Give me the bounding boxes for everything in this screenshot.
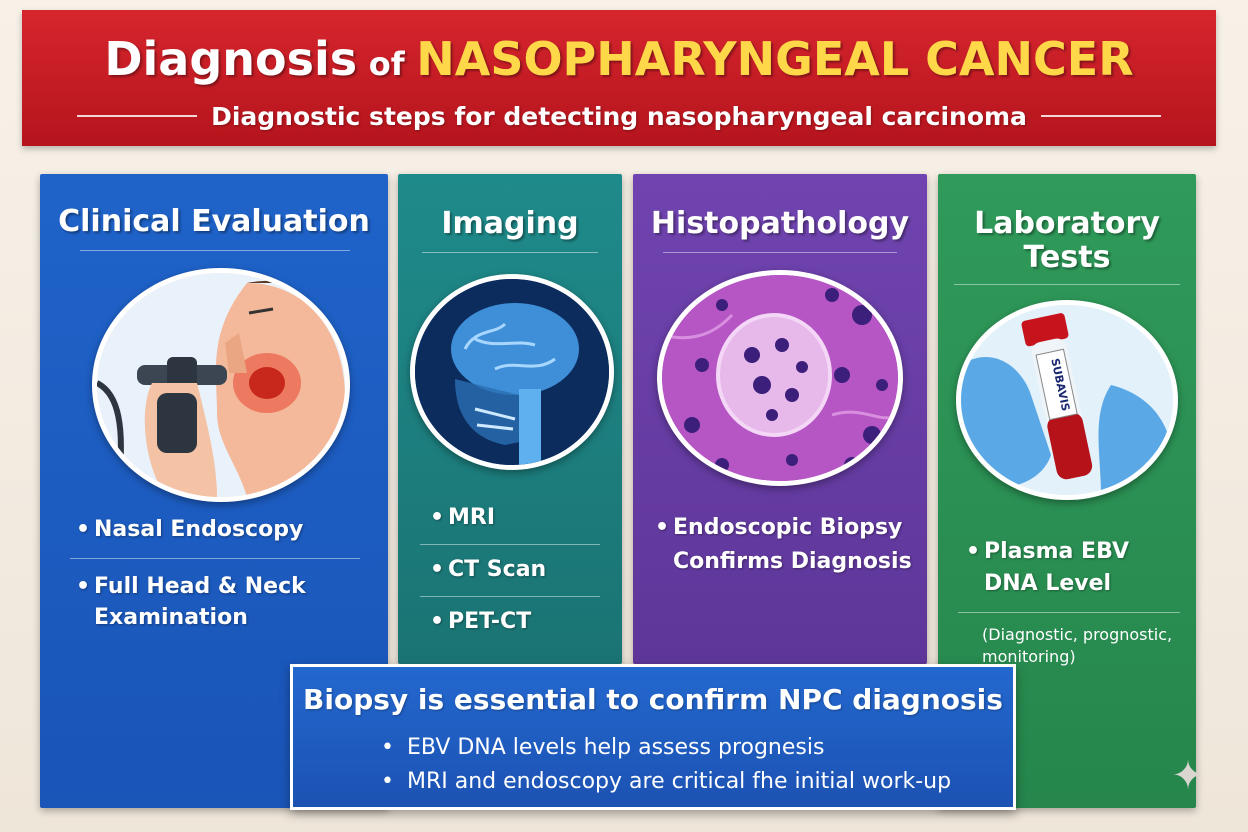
bullet-endoscopic-biopsy: •Endoscopic Biopsy: [655, 515, 903, 540]
panel-rule: [70, 558, 360, 559]
page-title: Diagnosis of NASOPHARYNGEAL CANCER: [22, 32, 1216, 86]
bullet-plasma-ebv: •Plasma EBV: [966, 539, 1129, 564]
panel-rule: [420, 544, 600, 545]
bullet-head-neck: •Full Head & Neck: [76, 574, 306, 599]
panel-title-laboratory: Laboratory: [974, 206, 1160, 241]
panel-laboratory-tests: Laboratory Tests SUBAVIS •Plasma EBV DNA…: [938, 174, 1196, 808]
bullet-ct-scan: •CT Scan: [430, 557, 547, 582]
panel-title-histopathology: Histopathology: [650, 206, 910, 241]
panel-title-tests: Tests: [1023, 240, 1111, 275]
nasal-endoscopy-illustration: [92, 268, 350, 502]
panel-rule: [663, 252, 897, 253]
panel-title-clinical: Clinical Evaluation: [58, 204, 370, 239]
panel-rule: [420, 596, 600, 597]
bullet-dna-level: DNA Level: [984, 571, 1112, 596]
lab-note-line1: (Diagnostic, prognostic,: [982, 625, 1173, 644]
title-diagnosis: Diagnosis: [104, 32, 358, 86]
banner-item-ebv: •EBV DNA levels help assess prognesis: [381, 735, 825, 760]
panel-clinical-evaluation: Clinical Evaluation •Nasal Endoscopy •Fu…: [40, 174, 388, 808]
header-banner: Diagnosis of NASOPHARYNGEAL CANCER Diagn…: [22, 10, 1216, 146]
lab-note-line2: monitoring): [982, 647, 1076, 666]
banner-item-mri: •MRI and endoscopy are critical fhe init…: [381, 769, 952, 794]
title-of: of: [368, 45, 405, 83]
panel-rule: [954, 284, 1180, 285]
tissue-cells-illustration: [657, 270, 903, 486]
bullet-mri: •MRI: [430, 505, 496, 530]
subtitle-divider-left: [77, 115, 198, 117]
bullet-nasal-endoscopy: •Nasal Endoscopy: [76, 517, 304, 542]
panel-rule: [422, 252, 598, 253]
bullet-confirms-diagnosis: Confirms Diagnosis: [673, 549, 912, 574]
blood-tube-illustration: SUBAVIS: [956, 300, 1178, 500]
panel-imaging: Imaging •MRI •CT Scan •PET-CT: [398, 174, 622, 664]
subtitle-row: Diagnostic steps for detecting nasophary…: [22, 100, 1216, 132]
panel-rule: [958, 612, 1180, 613]
sparkle-icon: ✦: [1171, 753, 1205, 799]
subtitle-divider-right: [1040, 115, 1161, 117]
key-points-banner: Biopsy is essential to confirm NPC diagn…: [290, 664, 1016, 810]
panel-rule: [80, 250, 350, 251]
bullet-examination: Examination: [94, 605, 248, 630]
subtitle: Diagnostic steps for detecting nasophary…: [211, 101, 1027, 131]
bullet-pet-ct: •PET-CT: [430, 609, 532, 634]
brain-scan-illustration: [410, 274, 614, 470]
panel-title-imaging: Imaging: [441, 206, 579, 241]
title-cancer: NASOPHARYNGEAL CANCER: [416, 32, 1134, 86]
banner-title: Biopsy is essential to confirm NPC diagn…: [303, 683, 1003, 716]
panel-histopathology: Histopathology •Endoscopic Biopsy Confir…: [633, 174, 927, 664]
